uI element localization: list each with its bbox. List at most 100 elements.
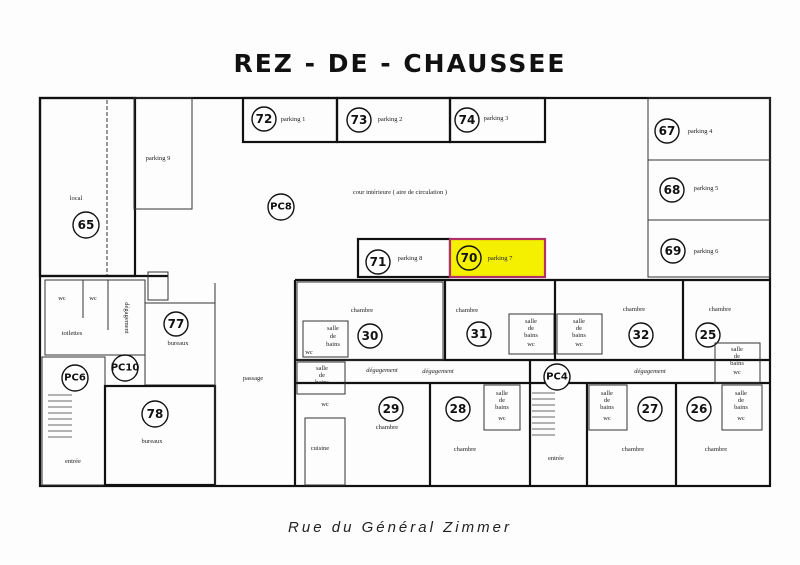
toilettes-label: toilettes	[62, 330, 83, 337]
parking-73-number: 73	[351, 113, 368, 127]
parking-74-label: parking 3	[484, 115, 509, 122]
room-29[interactable]: salle de bains wc cuisine 29 chambre	[296, 361, 404, 486]
bains-label: bains	[495, 404, 509, 411]
salle-label: salle	[525, 318, 537, 325]
parking-72-number: 72	[256, 112, 273, 126]
wc-label: wc	[527, 341, 535, 348]
room-78-number: 78	[147, 407, 164, 421]
room-78[interactable]: 78 bureaux	[103, 384, 217, 487]
passage-label: passage	[243, 375, 263, 382]
courtyard-label: cour intérieure ( aire de circulation )	[353, 189, 447, 196]
pc6[interactable]: PC6 entrée	[41, 356, 106, 486]
pc4[interactable]: PC4 entrée	[528, 360, 571, 485]
parking-71[interactable]: 71 parking 8	[356, 237, 452, 279]
room-65[interactable]	[38, 96, 137, 278]
parking-9[interactable]	[133, 97, 193, 210]
room-77-label: bureaux	[168, 340, 190, 347]
chambre-label: chambre	[705, 446, 727, 453]
chambre-label: chambre	[709, 306, 731, 313]
parking-68-label: parking 5	[694, 185, 719, 192]
degagement-label: dégagement	[634, 368, 666, 375]
parking-67-number: 67	[659, 124, 676, 138]
parking-70-number: 70	[461, 251, 478, 265]
cuisine-label: cuisine	[311, 445, 330, 452]
de-label: de	[319, 372, 325, 379]
pc6-code: PC6	[64, 373, 86, 384]
wc-label: wc	[575, 341, 583, 348]
room-32-number: 32	[633, 328, 650, 342]
parking-9-label: parking 9	[146, 155, 171, 162]
parking-72[interactable]: 72 parking 1	[241, 96, 339, 144]
room-77-number: 77	[168, 317, 185, 331]
salle-label: salle	[316, 365, 328, 372]
bains-label: bains	[600, 404, 614, 411]
wc-label: wc	[737, 415, 745, 422]
room-26-number: 26	[691, 402, 708, 416]
bains-label: bains	[524, 332, 538, 339]
salle-label: salle	[735, 390, 747, 397]
room-65-marker	[72, 211, 100, 239]
room-78-label: bureaux	[142, 438, 164, 445]
bains-label: bains	[315, 379, 329, 386]
room-29-number: 29	[383, 402, 400, 416]
room-26[interactable]: 26 salle de bains wc chambre	[674, 383, 763, 485]
plan-title: REZ - DE - CHAUSSEE	[233, 49, 566, 78]
de-label: de	[330, 333, 336, 340]
room-28-number: 28	[450, 402, 467, 416]
parking-69-number: 69	[665, 244, 682, 258]
room-30-number: 30	[362, 329, 379, 343]
de-label: de	[604, 397, 610, 404]
wc-label: wc	[305, 349, 313, 356]
parking-69[interactable]: 69 parking 6	[647, 219, 771, 278]
wc-label: wc	[321, 401, 329, 408]
room-32[interactable]: salle de bains wc chambre 32	[553, 280, 654, 360]
wc-label: wc	[498, 415, 506, 422]
de-label: de	[738, 397, 744, 404]
pc8-marker	[267, 193, 295, 221]
room-28[interactable]: 28 salle de bains wc chambre	[428, 383, 521, 485]
parking-67[interactable]: 67 parking 4	[647, 97, 771, 161]
parking-70-highlighted[interactable]: 70 parking 7	[448, 237, 547, 279]
salle-label: salle	[601, 390, 613, 397]
parking-72-label: parking 1	[281, 116, 306, 123]
parking-68[interactable]: 68 parking 5	[647, 159, 771, 221]
degagement-label: dégagement	[123, 302, 130, 334]
bains-label: bains	[734, 404, 748, 411]
room-27[interactable]: salle de bains wc 27 chambre	[585, 383, 663, 485]
room-25[interactable]: chambre 25 salle de bains wc	[681, 280, 761, 384]
de-label: de	[576, 325, 582, 332]
parking-73[interactable]: 73 parking 2	[335, 96, 452, 144]
parking-67-label: parking 4	[688, 128, 713, 135]
degagement-label: dégagement	[422, 368, 454, 375]
toilettes[interactable]: wc wc toilettes dégagement	[44, 279, 146, 356]
chambre-label: chambre	[622, 446, 644, 453]
de-label: de	[734, 353, 740, 360]
de-label: de	[499, 397, 505, 404]
parking-74[interactable]: 74 parking 3	[448, 96, 547, 144]
pc10-marker	[111, 354, 139, 382]
degagement-label: dégagement	[366, 367, 398, 374]
room-77[interactable]: 77 bureaux	[144, 302, 216, 386]
pc4-label: entrée	[548, 455, 564, 462]
stairs	[147, 271, 169, 301]
room-25-number: 25	[700, 328, 717, 342]
parking-71-number: 71	[370, 255, 387, 269]
pc8-code: PC8	[270, 202, 292, 213]
room-27-number: 27	[642, 402, 659, 416]
chambre-label: chambre	[351, 307, 373, 314]
chambre-label: chambre	[456, 307, 478, 314]
salle-label: salle	[327, 325, 339, 332]
pc10-code: PC10	[111, 363, 140, 374]
parking-70-label: parking 7	[488, 255, 513, 262]
de-label: de	[528, 325, 534, 332]
bains-label: bains	[572, 332, 586, 339]
room-31[interactable]: chambre 31 salle de bains wc	[443, 280, 555, 360]
room-65-number: 65	[78, 218, 95, 232]
wc-label: wc	[603, 415, 611, 422]
room-31-number: 31	[471, 327, 488, 341]
chambre-label: chambre	[623, 306, 645, 313]
room-30[interactable]: chambre 30 salle de bains wc	[296, 281, 444, 361]
wc-label: wc	[733, 369, 741, 376]
parking-73-label: parking 2	[378, 116, 403, 123]
